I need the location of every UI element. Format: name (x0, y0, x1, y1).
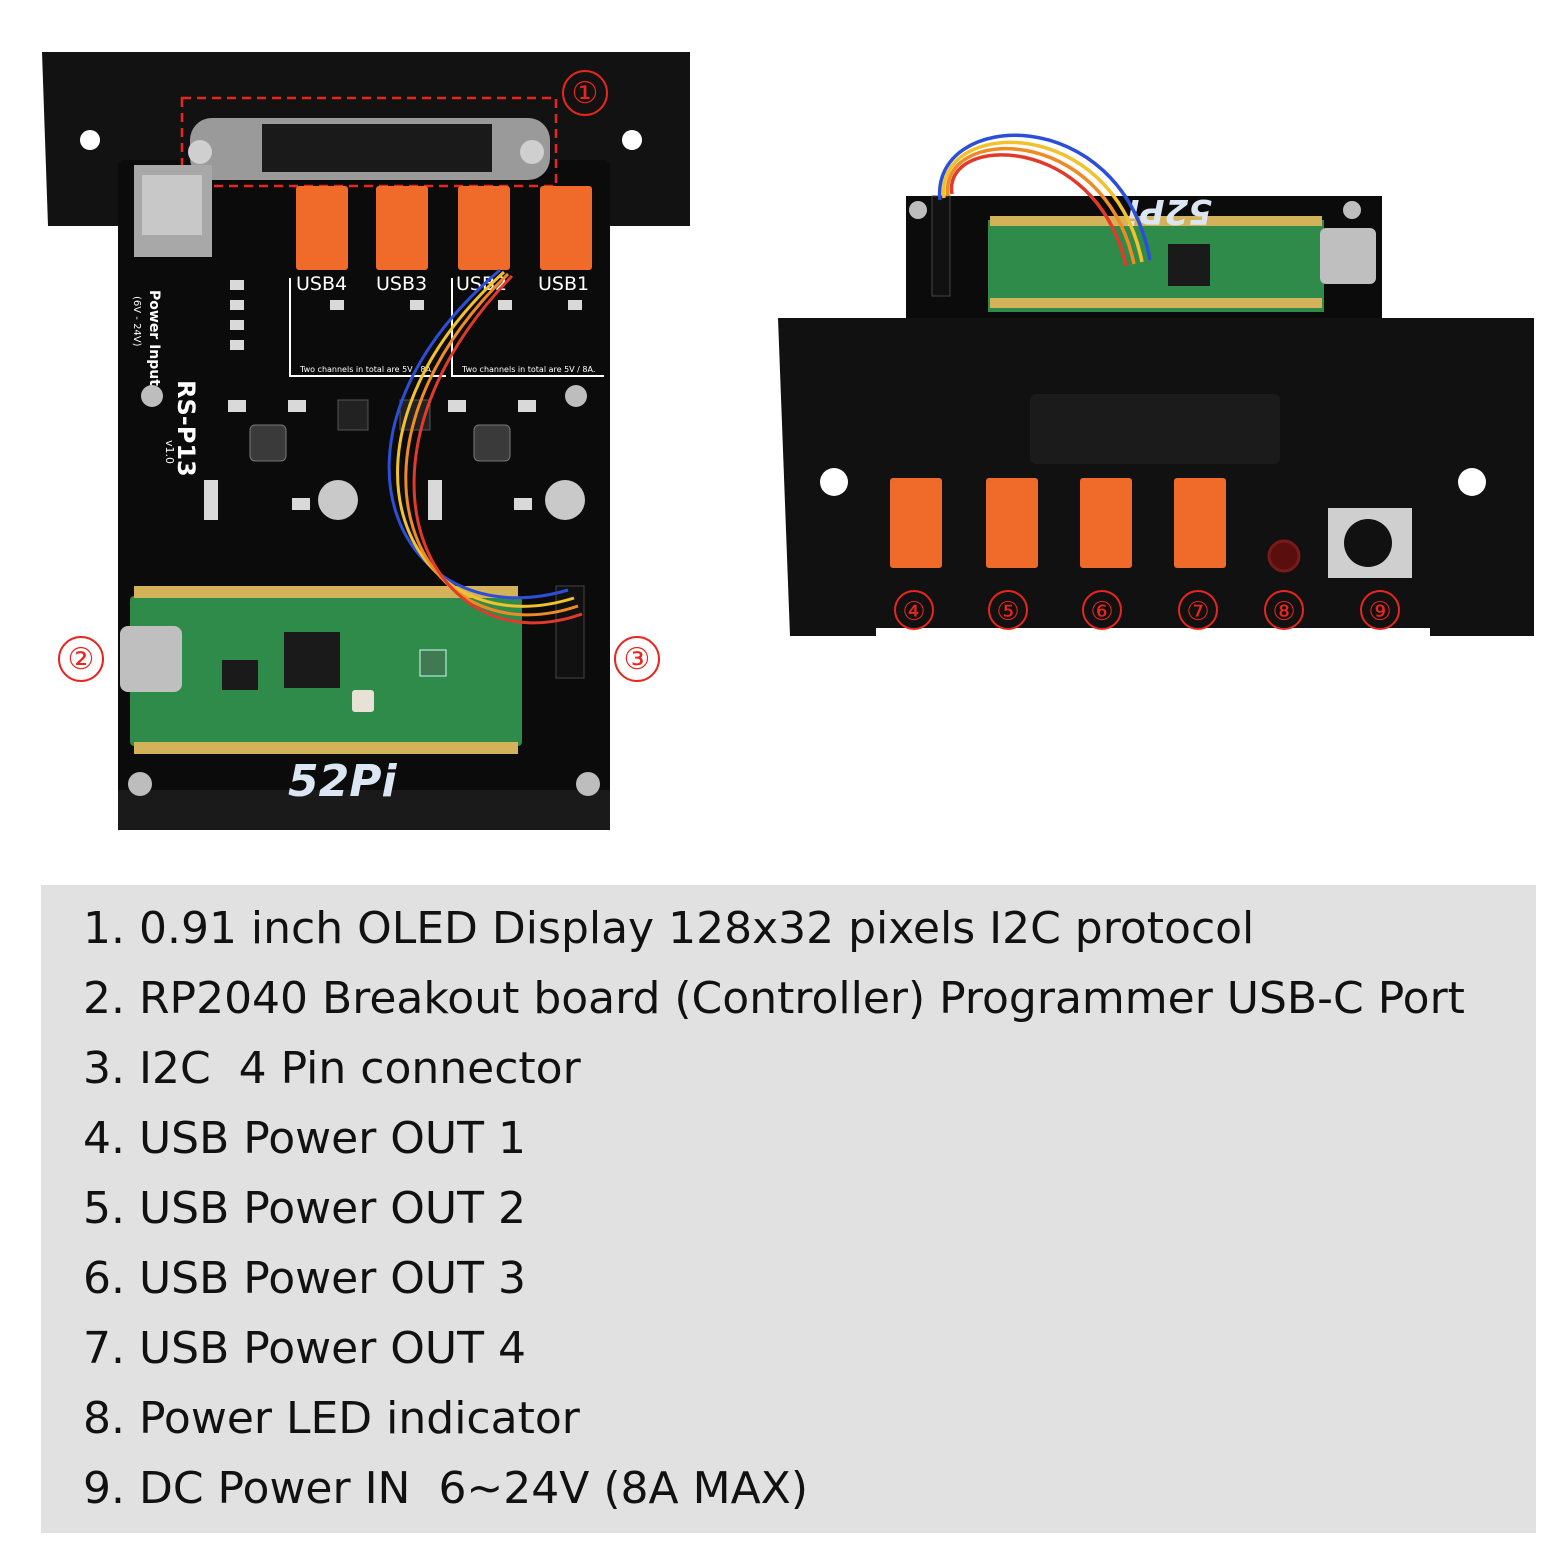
pcb-components (204, 280, 582, 520)
bracket-hole-left (80, 130, 100, 150)
usb-port-blocks (296, 186, 592, 270)
capacitor (545, 480, 585, 520)
legend-item: 6. USB Power OUT 3 (83, 1253, 526, 1304)
screw-icon (128, 772, 152, 796)
usb-ports-front (890, 478, 1226, 568)
panel-hole-left (820, 468, 848, 496)
usb-c-port (120, 626, 182, 692)
legend-item: 4. USB Power OUT 1 (83, 1113, 526, 1164)
oled-window (1030, 394, 1280, 464)
brand-logo: 52Pi (288, 756, 397, 807)
callout-9: ⑨ (1360, 590, 1400, 630)
screw-icon (565, 385, 587, 407)
channel-note: Two channels in total are 5V / 8A. (461, 365, 595, 374)
feature-legend: 1. 0.91 inch OLED Display 128x32 pixels … (41, 885, 1536, 1533)
usb-label: USB4 (296, 273, 347, 295)
callout-8: ⑧ (1264, 590, 1304, 630)
callout-5: ⑤ (988, 590, 1028, 630)
legend-item: 2. RP2040 Breakout board (Controller) Pr… (83, 973, 1465, 1024)
bracket-hole-right (622, 130, 642, 150)
callout-1: ① (562, 70, 608, 116)
version-label: v1.0 (163, 440, 176, 464)
callout-2: ② (58, 636, 104, 682)
panel-hole-right (1458, 468, 1486, 496)
callout-3: ③ (614, 636, 660, 682)
legend-item: 7. USB Power OUT 4 (83, 1323, 526, 1374)
inductor (473, 424, 511, 462)
wire-bundle (387, 268, 583, 625)
screw-icon (909, 201, 927, 219)
legend-item: 3. I2C 4 Pin connector (83, 1043, 581, 1094)
board-top-view: USB4 USB3 USB2 USB1 Two channels in tota… (42, 52, 690, 830)
model-label: RS-P13 (172, 380, 200, 477)
screw-icon (1343, 201, 1361, 219)
power-input-label: Power Input (146, 290, 162, 386)
legend-item: 8. Power LED indicator (83, 1393, 580, 1444)
screw-icon (141, 385, 163, 407)
screw-icon (188, 140, 212, 164)
legend-item: 9. DC Power IN 6~24V (8A MAX) (83, 1463, 808, 1514)
callout-6: ⑥ (1082, 590, 1122, 630)
usb-label: USB3 (376, 273, 427, 295)
screw-icon (576, 772, 600, 796)
usb-label: USB1 (538, 273, 589, 295)
product-illustration: USB4 USB3 USB2 USB1 Two channels in tota… (42, 52, 1534, 830)
channel-note: Two channels in total are 5V / 8A. (299, 365, 433, 374)
capacitor (318, 480, 358, 520)
legend-item: 5. USB Power OUT 2 (83, 1183, 526, 1234)
screw-icon (520, 140, 544, 164)
callout-7: ⑦ (1178, 590, 1218, 630)
callout-4: ④ (894, 590, 934, 630)
front-panel (778, 318, 1534, 636)
power-led (1267, 539, 1301, 573)
legend-item: 1. 0.91 inch OLED Display 128x32 pixels … (83, 903, 1255, 954)
rp2040-board (988, 220, 1324, 312)
inductor (249, 424, 287, 462)
oled-callout-box (180, 96, 558, 188)
board-front-view: 52Pi (778, 133, 1534, 636)
power-range-label: (6V - 24V) (131, 296, 142, 347)
